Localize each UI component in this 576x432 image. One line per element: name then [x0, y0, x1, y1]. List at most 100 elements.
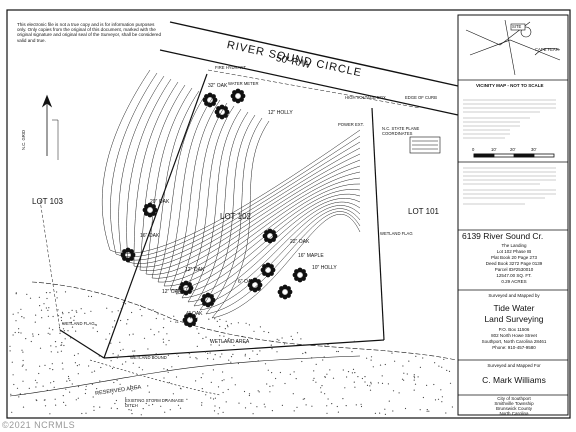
stipple-dot — [428, 410, 430, 412]
stipple-dot — [45, 307, 48, 309]
stipple-dot — [320, 387, 322, 389]
stipple-dot — [437, 398, 440, 400]
stipple-dot — [35, 399, 37, 401]
stipple-dot — [364, 381, 366, 383]
stipple-dot — [384, 408, 386, 410]
stipple-dot — [43, 399, 46, 401]
stipple-dot — [43, 303, 45, 305]
stipple-dot — [252, 350, 254, 352]
stipple-dot — [59, 330, 61, 332]
stipple-dot — [222, 411, 224, 413]
stipple-dot — [128, 409, 130, 411]
stipple-dot — [226, 324, 229, 326]
stipple-dot — [138, 366, 140, 368]
stipple-dot — [38, 333, 40, 336]
stipple-dot — [62, 323, 64, 325]
stipple-dot — [44, 364, 46, 366]
stipple-dot — [63, 330, 65, 332]
stipple-dot — [99, 406, 101, 408]
stipple-dot — [115, 399, 117, 402]
tree-label: 12" HOLLY — [268, 110, 293, 116]
stipple-dot — [342, 398, 344, 400]
stipple-dot — [57, 351, 59, 353]
stipple-dot — [275, 377, 277, 380]
stipple-dot — [342, 369, 344, 371]
stipple-dot — [162, 341, 165, 343]
stipple-dot — [105, 338, 107, 340]
stipple-dot — [55, 346, 57, 348]
stipple-dot — [414, 383, 417, 385]
stipple-dot — [59, 332, 61, 334]
stipple-dot — [415, 355, 417, 357]
stipple-dot — [441, 401, 443, 403]
stipple-dot — [119, 383, 121, 385]
stipple-dot — [58, 326, 61, 329]
stipple-dot — [9, 350, 11, 352]
stipple-dot — [167, 371, 169, 373]
stipple-dot — [80, 308, 82, 310]
stipple-dot — [62, 395, 64, 397]
stipple-dot — [132, 405, 134, 407]
vicinity-map — [465, 19, 561, 76]
stipple-dot — [122, 301, 124, 303]
stipple-dot — [93, 409, 95, 411]
stipple-dot — [77, 397, 79, 399]
stipple-dot — [321, 385, 323, 387]
scale-tick: 0 — [472, 147, 475, 152]
stipple-dot — [117, 310, 119, 312]
stipple-dot — [209, 339, 211, 341]
stipple-dot — [25, 369, 27, 371]
stipple-dot — [257, 390, 259, 392]
stipple-dot — [214, 318, 216, 320]
stipple-dot — [322, 359, 324, 361]
contour-line — [169, 99, 361, 291]
stipple-dot — [155, 353, 157, 355]
contour-line — [211, 120, 361, 319]
stipple-dot — [63, 344, 65, 347]
stipple-dot — [131, 413, 133, 415]
edge-of-curb-label: EDGE OF CURB — [405, 95, 437, 100]
stipple-dot — [148, 391, 150, 393]
stipple-dot — [35, 386, 37, 388]
stipple-dot — [38, 372, 40, 375]
stipple-dot — [196, 358, 198, 360]
stipple-dot — [217, 413, 219, 415]
stipple-dot — [219, 335, 221, 337]
stipple-dot — [92, 396, 94, 398]
stipple-dot — [158, 331, 160, 333]
wetland-flag-label-2: WETLAND FLAG — [380, 231, 413, 236]
stipple-dot — [212, 369, 214, 371]
stipple-dot — [162, 338, 164, 340]
stipple-dot — [369, 385, 371, 387]
stipple-dot — [404, 407, 407, 410]
stipple-dot — [320, 391, 322, 393]
nc-grid-label: N.C. GRID — [21, 129, 26, 150]
stipple-dot — [60, 319, 63, 322]
stipple-dot — [218, 344, 220, 346]
stipple-dot — [381, 382, 384, 384]
contour-line — [163, 96, 361, 287]
stipple-dot — [303, 398, 306, 400]
stipple-dot — [69, 379, 71, 382]
stipple-dot — [73, 354, 76, 356]
stipple-dot — [164, 411, 166, 413]
stipple-dot — [132, 333, 134, 335]
tree-label: 4" OAK — [186, 311, 203, 317]
stipple-dot — [186, 398, 188, 400]
stipple-dot — [54, 398, 56, 400]
stipple-dot — [152, 309, 154, 311]
stipple-dot — [354, 372, 356, 374]
wetland-boundary — [31, 281, 457, 361]
stipple-dot — [163, 318, 165, 320]
stipple-dot — [326, 405, 328, 407]
stipple-dot — [417, 376, 419, 378]
reserved-area-line — [9, 355, 361, 397]
stipple-dot — [281, 337, 283, 339]
stipple-dot — [36, 382, 38, 384]
stipple-dot — [119, 341, 121, 343]
tree-icon — [286, 286, 291, 291]
stipple-dot — [111, 367, 114, 370]
stipple-dot — [353, 381, 355, 383]
stipple-dot — [45, 292, 48, 294]
stipple-dot — [305, 404, 307, 406]
